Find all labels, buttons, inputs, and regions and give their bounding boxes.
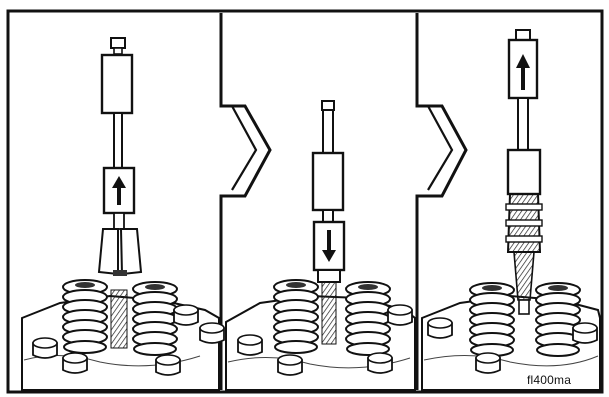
figure-caption: fl400ma <box>527 373 571 387</box>
